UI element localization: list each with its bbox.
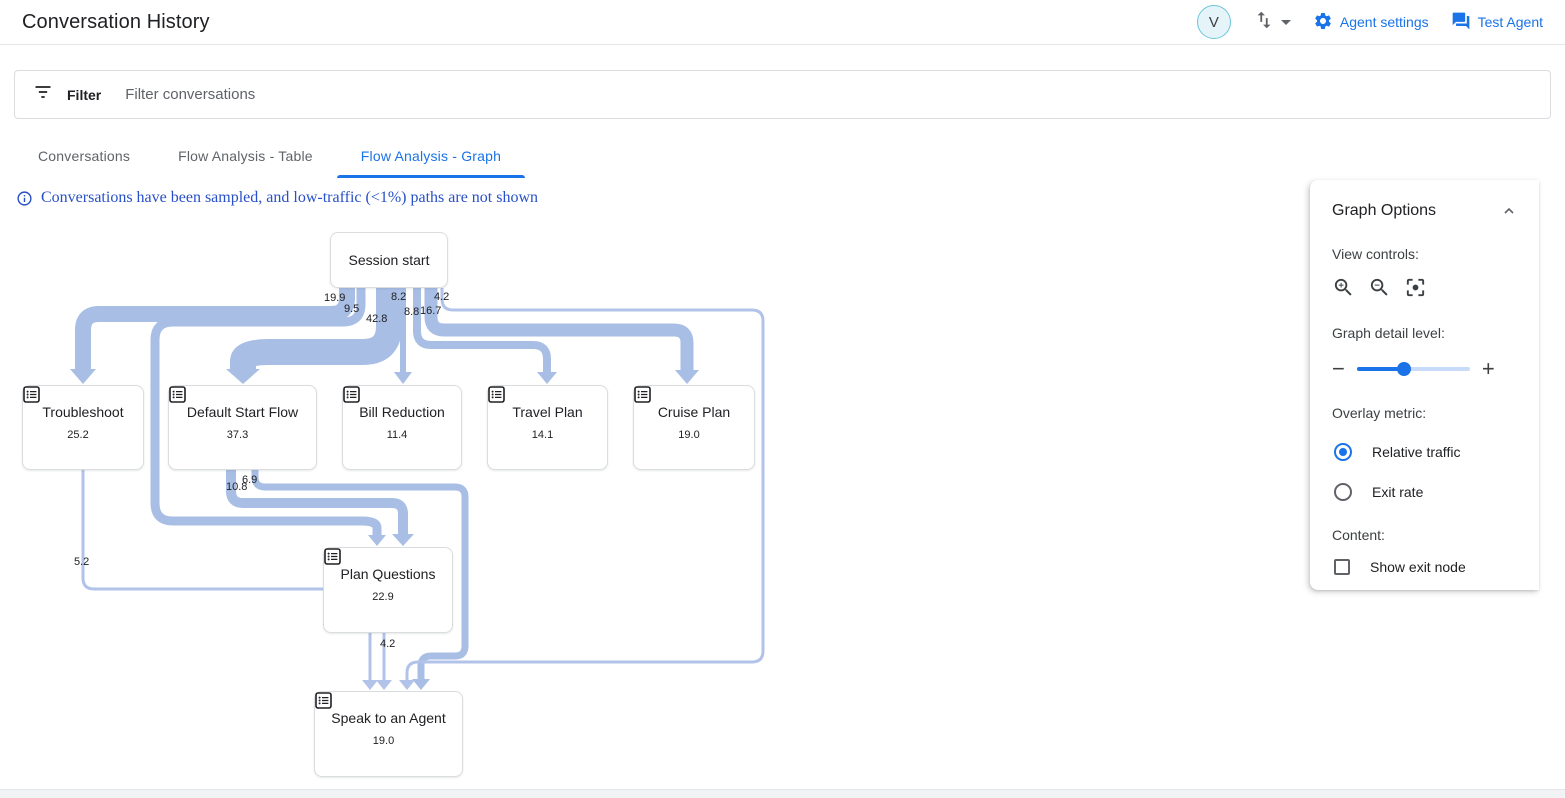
test-agent-label: Test Agent <box>1477 14 1543 30</box>
edge-label: 8.8 <box>404 306 420 318</box>
notice-text: Conversations have been sampled, and low… <box>41 189 539 206</box>
content-label: Content: <box>1332 527 1385 543</box>
node-bill-reduction[interactable]: Bill Reduction 11.4 <box>342 385 462 470</box>
node-travel-plan[interactable]: Travel Plan 14.1 <box>487 385 608 470</box>
edge-label: 4.2 <box>380 638 396 650</box>
show-exit-node-checkbox[interactable]: Show exit node <box>1334 559 1517 575</box>
tab-flow-analysis-graph[interactable]: Flow Analysis - Graph <box>336 133 526 178</box>
sort-order-button[interactable] <box>1253 9 1291 36</box>
avatar[interactable]: V <box>1196 5 1231 39</box>
graph-detail-label: Graph detail level: <box>1332 325 1445 341</box>
node-plan-questions[interactable]: Plan Questions 22.9 <box>323 547 453 633</box>
chevron-down-icon <box>1280 19 1291 25</box>
radio-exit-rate[interactable]: Exit rate <box>1334 483 1517 501</box>
edge-label: 9.5 <box>344 303 360 315</box>
edge-label: 10.8 <box>226 481 248 493</box>
filter-icon <box>33 82 53 107</box>
node-speak-to-an-agent[interactable]: Speak to an Agent 19.0 <box>314 691 463 777</box>
edge-label: 16.7 <box>420 305 442 317</box>
edge-label: 4.2 <box>434 291 450 303</box>
node-cruise-plan[interactable]: Cruise Plan 19.0 <box>633 385 755 470</box>
gear-icon <box>1313 11 1333 34</box>
tab-conversations[interactable]: Conversations <box>38 147 131 164</box>
zoom-out-icon[interactable] <box>1368 276 1391 299</box>
node-default-start-flow[interactable]: Default Start Flow 37.3 <box>168 385 317 470</box>
import-export-icon <box>1253 9 1275 36</box>
chat-icon <box>1451 11 1471 34</box>
detail-increase-button[interactable]: + <box>1481 356 1495 381</box>
zoom-in-icon[interactable] <box>1332 276 1355 299</box>
radio-icon <box>1334 443 1352 461</box>
agent-settings-link[interactable]: Agent settings <box>1313 11 1429 34</box>
info-icon <box>16 190 33 207</box>
test-agent-link[interactable]: Test Agent <box>1451 11 1543 34</box>
edge-label: 6.9 <box>242 474 258 486</box>
radio-relative-traffic[interactable]: Relative traffic <box>1334 443 1517 461</box>
page-title: Conversation History <box>22 10 210 33</box>
detail-decrease-button[interactable]: − <box>1332 356 1345 381</box>
edge-label: 19.9 <box>324 292 346 304</box>
tab-bar: Conversations Flow Analysis - Table Flow… <box>14 133 526 178</box>
center-focus-icon[interactable] <box>1404 276 1427 299</box>
filter-bar[interactable]: Filter Filter conversations <box>14 70 1551 119</box>
edge-label: 42.8 <box>366 313 388 325</box>
radio-icon <box>1334 483 1352 501</box>
edge-label: 5.2 <box>74 556 90 568</box>
detail-slider[interactable] <box>1356 362 1470 376</box>
checkbox-icon <box>1334 559 1350 575</box>
node-session-start[interactable]: Session start <box>330 232 448 288</box>
tab-flow-analysis-table[interactable]: Flow Analysis - Table <box>178 147 313 164</box>
filter-conversations-input[interactable]: Filter conversations <box>125 86 256 103</box>
agent-settings-label: Agent settings <box>1339 14 1429 30</box>
app-header: Conversation History V Agent settings Te… <box>0 0 1565 45</box>
graph-options-panel: Graph Options View controls: Graph detai… <box>1310 180 1539 590</box>
graph-options-title: Graph Options <box>1332 202 1437 219</box>
filter-label: Filter <box>67 86 102 103</box>
edge-label: 8.2 <box>391 291 407 303</box>
view-controls-label: View controls: <box>1332 246 1419 262</box>
chevron-up-icon[interactable] <box>1501 203 1517 219</box>
sampling-notice: Conversations have been sampled, and low… <box>16 189 538 207</box>
overlay-metric-label: Overlay metric: <box>1332 405 1427 421</box>
node-troubleshoot[interactable]: Troubleshoot 25.2 <box>22 385 144 470</box>
slider-thumb[interactable] <box>1397 362 1412 376</box>
horizontal-scrollbar[interactable] <box>0 789 1565 798</box>
